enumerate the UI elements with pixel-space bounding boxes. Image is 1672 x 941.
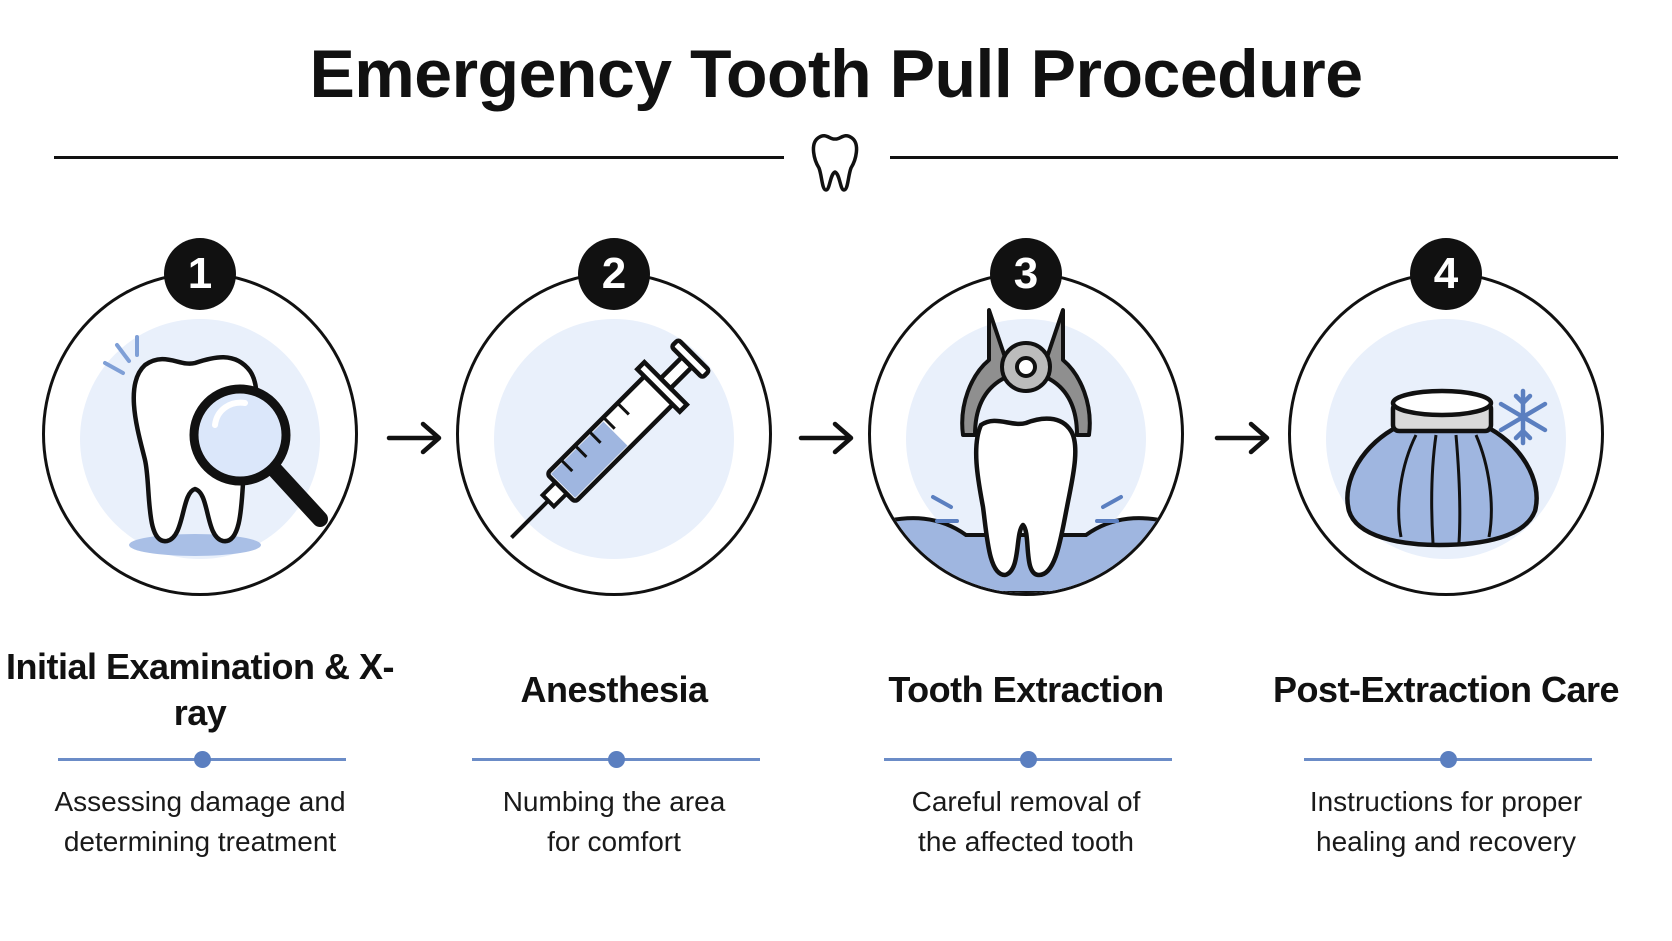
divider-dot [1440, 751, 1457, 768]
step-circle [868, 272, 1184, 596]
step-number-badge: 4 [1410, 238, 1482, 310]
step-number-badge: 3 [990, 238, 1062, 310]
arrow-right-icon [1214, 421, 1270, 455]
step-title: Initial Examination & X-ray [5, 646, 395, 733]
tooth-icon [811, 134, 859, 192]
step-circle [456, 272, 772, 596]
step-divider [1304, 751, 1592, 768]
step-description: Careful removal of the affected tooth [911, 786, 1141, 857]
magnifier-tooth-icon [103, 335, 328, 556]
step-title: Anesthesia [520, 669, 708, 710]
divider-dot [194, 751, 211, 768]
step-divider [472, 751, 760, 768]
step-number-badge: 1 [164, 238, 236, 310]
title-rule-right [890, 156, 1618, 159]
divider-dot [608, 751, 625, 768]
step-title: Tooth Extraction [888, 669, 1164, 710]
step-circle [42, 272, 358, 596]
step-description: Instructions for proper healing and reco… [1309, 786, 1583, 857]
arrow-right-icon [386, 421, 442, 455]
arrow-right-icon [798, 421, 854, 455]
step-title: Post-Extraction Care [1272, 669, 1620, 710]
step-description: Assessing damage and determining treatme… [54, 786, 346, 857]
step-circle [1288, 272, 1604, 596]
divider-dot [1020, 751, 1037, 768]
step-divider [58, 751, 346, 768]
step-divider [884, 751, 1172, 768]
title-rule-left [54, 156, 784, 159]
ice-pack-icon [1345, 388, 1548, 548]
step-description: Numbing the area for comfort [502, 786, 726, 857]
step-number-badge: 2 [578, 238, 650, 310]
syringe-icon [506, 338, 711, 575]
forceps-tooth-icon [871, 308, 1181, 593]
page-title: Emergency Tooth Pull Procedure [309, 36, 1363, 112]
